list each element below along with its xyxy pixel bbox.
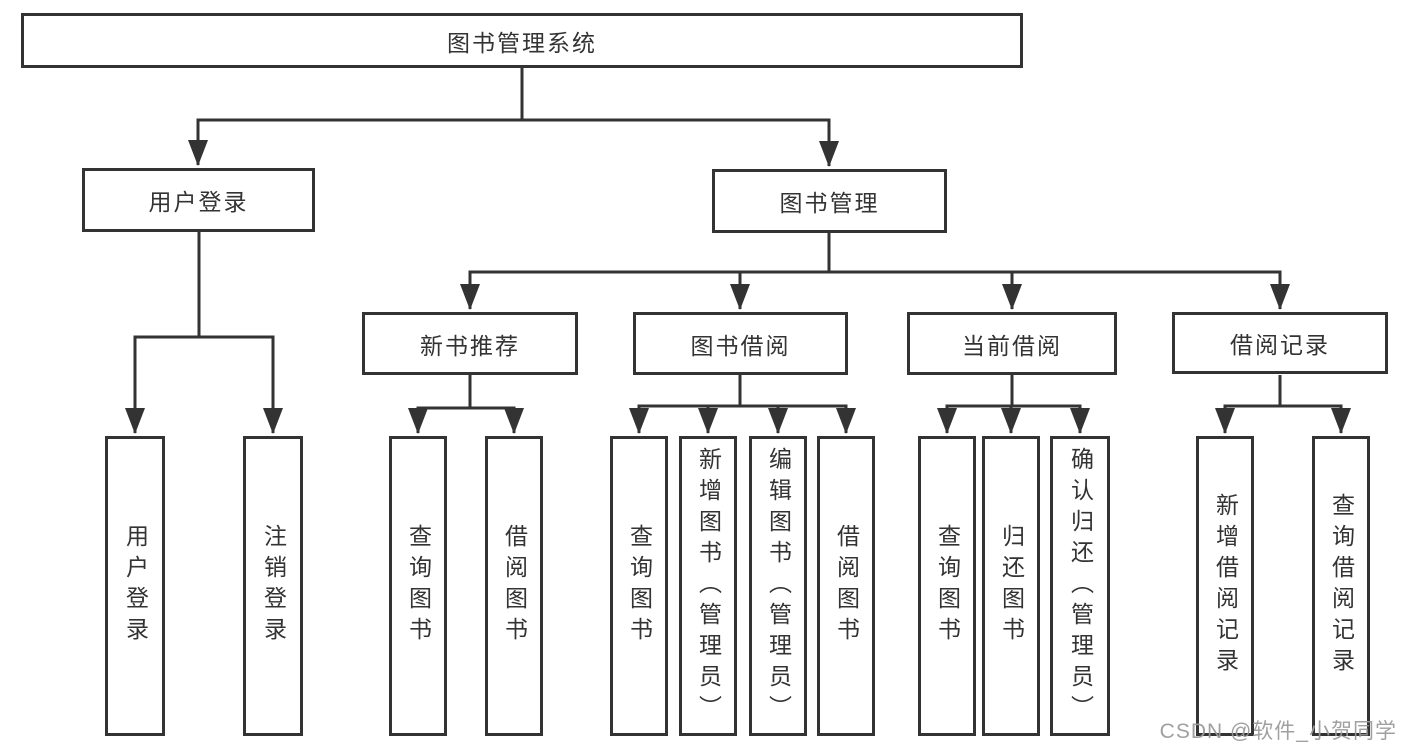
leaf-borrow-books-recommend-label: 借阅图书 [501,524,528,648]
leaf-query-books-borrow: 查询图书 [610,436,668,736]
leaf-logout-label: 注销登录 [260,524,287,648]
leaf-logout: 注销登录 [243,436,303,736]
leaf-query-books-borrow-label: 查询图书 [626,524,653,648]
leaf-return-book-label: 归还图书 [998,524,1025,648]
leaf-query-books-current-label: 查询图书 [934,524,961,648]
leaf-borrow-books-recommend: 借阅图书 [485,436,543,736]
node-root: 图书管理系统 [21,13,1023,68]
node-book-borrowing: 图书借阅 [633,312,848,375]
leaf-user-login: 用户登录 [105,436,165,736]
node-user-login: 用户登录 [82,168,315,232]
leaf-edit-book-admin: 编辑图书（管理员） [749,436,807,736]
leaf-add-book-admin: 新增图书（管理员） [679,436,737,736]
leaf-borrow-books: 借阅图书 [817,436,875,736]
leaf-query-books-recommend: 查询图书 [389,436,447,736]
leaf-add-borrow-record: 新增借阅记录 [1196,436,1254,736]
leaf-user-login-label: 用户登录 [122,524,149,648]
leaf-query-books-current: 查询图书 [918,436,976,736]
leaf-confirm-return-admin: 确认归还（管理员） [1050,436,1110,736]
leaf-return-book: 归还图书 [982,436,1040,736]
leaf-query-borrow-record: 查询借阅记录 [1312,436,1370,736]
leaf-borrow-books-label: 借阅图书 [833,524,860,648]
node-new-book-recommend: 新书推荐 [362,312,578,375]
leaf-edit-book-admin-label: 编辑图书（管理员） [765,446,792,726]
leaf-query-borrow-record-label: 查询借阅记录 [1328,493,1355,679]
leaf-query-books-recommend-label: 查询图书 [405,524,432,648]
leaf-confirm-return-admin-label: 确认归还（管理员） [1067,446,1094,726]
leaf-add-book-admin-label: 新增图书（管理员） [695,446,722,726]
node-current-borrowing: 当前借阅 [907,312,1117,375]
node-borrow-records: 借阅记录 [1172,312,1388,374]
node-book-management: 图书管理 [712,169,947,233]
csdn-watermark: CSDN @软件_小贺同学 [1159,720,1397,743]
leaf-add-borrow-record-label: 新增借阅记录 [1212,493,1239,679]
